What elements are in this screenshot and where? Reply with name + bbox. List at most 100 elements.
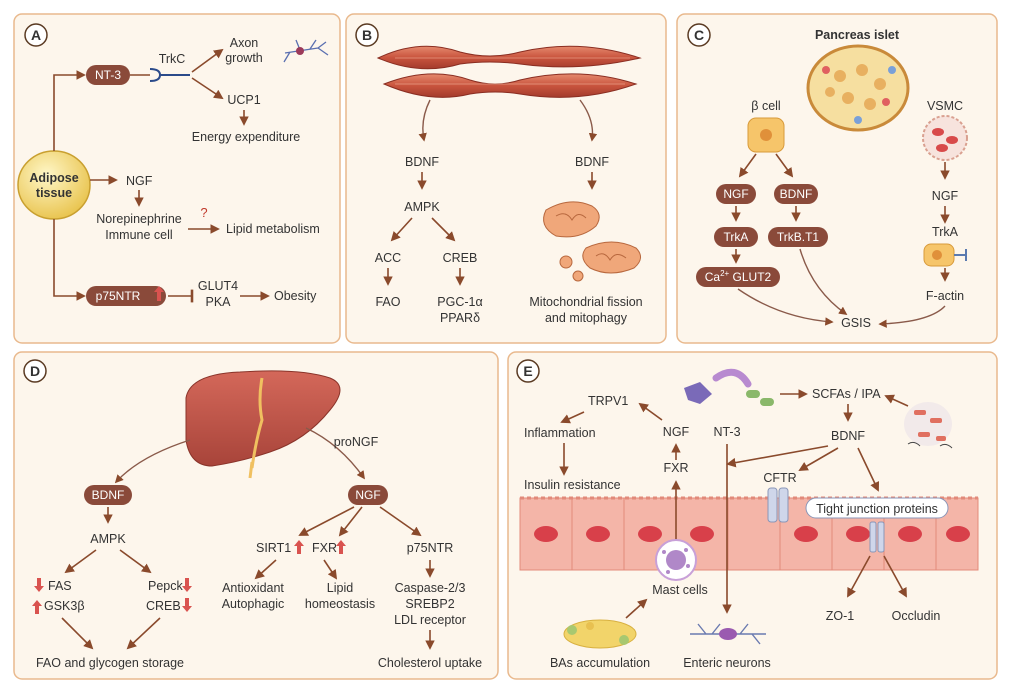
fxr-label-e: FXR bbox=[664, 461, 689, 475]
panel-a: A Adipose tissue NT-3 TrkC Axon growth U… bbox=[13, 13, 341, 344]
ngf-left-label-c: NGF bbox=[723, 187, 748, 201]
ampk-label-d: AMPK bbox=[90, 532, 126, 546]
ldl-receptor-label: LDL receptor bbox=[394, 613, 466, 627]
arrow-ca-gsis bbox=[737, 288, 834, 326]
muscle-fiber-icon bbox=[376, 45, 642, 98]
ucp1-label: UCP1 bbox=[227, 93, 260, 107]
ca-superscript: 2+ bbox=[720, 269, 729, 278]
down-arrow-icon bbox=[34, 578, 44, 592]
trka-pill-c-left bbox=[714, 227, 758, 247]
cholesterol-uptake-label: Cholesterol uptake bbox=[378, 656, 482, 670]
arrow-fxr-lipid bbox=[323, 559, 338, 580]
mast-cells-label: Mast cells bbox=[652, 583, 708, 597]
arrow-muscle-bdnf-left bbox=[418, 99, 431, 142]
neuron-icon bbox=[283, 39, 329, 63]
beta-cell-nucleus bbox=[760, 129, 772, 141]
srebp2-label: SREBP2 bbox=[405, 597, 454, 611]
ngf-right-label-c: NGF bbox=[932, 189, 959, 203]
fxr-label-d: FXR bbox=[312, 541, 337, 555]
arrow-ngf-trpv1 bbox=[638, 402, 663, 421]
ngf-label-e: NGF bbox=[663, 425, 690, 439]
panel-d-badge bbox=[23, 359, 47, 383]
arrow-fas-fao bbox=[61, 617, 94, 650]
ca-glut2-pill bbox=[696, 267, 780, 287]
trkbt1-pill bbox=[768, 227, 828, 247]
ca-glut2-label: Ca2+ GLUT2 bbox=[705, 269, 772, 284]
autophagic-label: Autophagic bbox=[222, 597, 285, 611]
arrow-ampk-pepck bbox=[119, 549, 152, 574]
adipose-label: Adipose bbox=[29, 171, 78, 185]
prongf-label: proNGF bbox=[334, 435, 379, 449]
tight-junction-label: Tight junction proteins bbox=[816, 502, 938, 516]
caspase-label: Caspase-2/3 bbox=[395, 581, 466, 595]
pgc-label: PGC-1α bbox=[437, 295, 482, 309]
panel-a-frame bbox=[13, 13, 341, 344]
arrow-ngf-p75 bbox=[379, 506, 422, 537]
arrow-beta-ngf bbox=[738, 153, 757, 178]
nt3-label-e: NT-3 bbox=[713, 425, 740, 439]
p75ntr-pill bbox=[86, 286, 166, 306]
mito-label-1: Mitochondrial fission bbox=[529, 295, 642, 309]
arrow-bdnf-tight bbox=[857, 447, 880, 492]
glut4-label: GLUT4 bbox=[198, 279, 238, 293]
ngf-label-d: NGF bbox=[355, 488, 380, 502]
panel-d-letter: D bbox=[30, 363, 40, 379]
panel-a-badge bbox=[24, 23, 48, 47]
antioxidant-label: Antioxidant bbox=[222, 581, 284, 595]
down-arrow-icon bbox=[182, 598, 192, 612]
glut2-text: GLUT2 bbox=[729, 270, 771, 284]
trkbt1-label: TrkB.T1 bbox=[777, 230, 820, 244]
panel-b-badge bbox=[355, 23, 379, 47]
arrow-factin-gsis bbox=[878, 305, 946, 328]
panel-b-letter: B bbox=[362, 27, 372, 43]
panel-a-letter: A bbox=[31, 27, 41, 43]
cftr-label: CFTR bbox=[763, 471, 796, 485]
gut-microbes-icon bbox=[684, 368, 774, 406]
vsmc-label: VSMC bbox=[927, 99, 963, 113]
ampk-label-b: AMPK bbox=[404, 200, 440, 214]
arrow-bdnf-cftr bbox=[798, 447, 839, 471]
up-arrow-icon bbox=[294, 540, 304, 554]
bdnf-right-label: BDNF bbox=[575, 155, 609, 169]
panel-e-letter: E bbox=[523, 363, 532, 379]
pancreas-islet-icon bbox=[806, 44, 910, 132]
pepck-label: Pepck bbox=[148, 579, 183, 593]
arrow-adipose-nt3 bbox=[53, 70, 86, 151]
gsk-label: GSK3β bbox=[44, 599, 85, 613]
bas-label: BAs accumulation bbox=[550, 656, 650, 670]
zo1-label: ZO-1 bbox=[826, 609, 855, 623]
arrow-bdnf-nt3 bbox=[726, 445, 829, 468]
ppar-label: PPARδ bbox=[440, 311, 480, 325]
arrow-trkb-gsis bbox=[799, 248, 848, 315]
sirt1-label: SIRT1 bbox=[256, 541, 291, 555]
beta-cell-label: β cell bbox=[751, 99, 780, 113]
creb-label-d: CREB bbox=[146, 599, 181, 613]
ca-text: Ca bbox=[705, 270, 721, 284]
obesity-label: Obesity bbox=[274, 289, 317, 303]
arrow-muscle-bdnf-right bbox=[579, 99, 598, 142]
arrow-sirt1-antiox bbox=[254, 559, 277, 580]
arrow-tight-zo1 bbox=[847, 555, 871, 598]
bdnf-label-d: BDNF bbox=[92, 488, 125, 502]
arrow-ampk-acc bbox=[390, 217, 413, 242]
bdnf-label-c: BDNF bbox=[780, 187, 813, 201]
inflammation-label: Inflammation bbox=[524, 426, 596, 440]
arrow-ngf-fxr bbox=[338, 506, 363, 537]
fas-label: FAS bbox=[48, 579, 72, 593]
immune-cell-label: Immune cell bbox=[105, 228, 172, 242]
pka-label: PKA bbox=[205, 295, 231, 309]
tissue-label: tissue bbox=[36, 186, 72, 200]
down-arrow-icon bbox=[182, 578, 192, 592]
arrow-creb-fao bbox=[126, 617, 161, 650]
energy-label: Energy expenditure bbox=[192, 130, 300, 144]
nt3-label: NT-3 bbox=[95, 68, 121, 82]
bdnf-pill-c bbox=[774, 184, 818, 204]
panel-c-letter: C bbox=[694, 27, 704, 43]
panel-d-frame bbox=[13, 351, 499, 680]
arrow-trkc-ucp1 bbox=[191, 77, 224, 100]
liver-icon bbox=[185, 370, 341, 479]
trpv1-label: TRPV1 bbox=[588, 394, 628, 408]
panel-e-badge bbox=[516, 359, 540, 383]
panel-c-badge bbox=[687, 23, 711, 47]
